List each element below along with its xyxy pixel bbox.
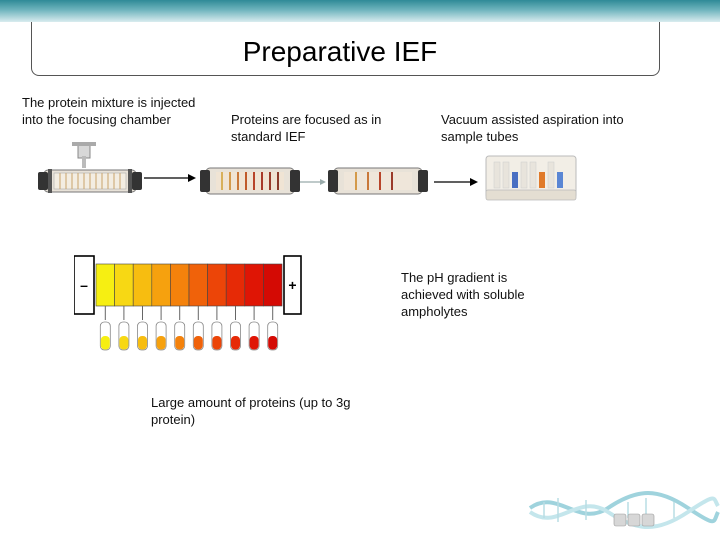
caption-aspirate: Vacuum assisted aspiration into sample t… <box>441 112 624 144</box>
fraction-liquid <box>100 336 110 350</box>
dna-helix-logo <box>528 491 720 529</box>
caption-focus: Proteins are focused as in standard IEF <box>231 112 382 144</box>
fraction-liquid <box>249 336 259 350</box>
slide-title: Preparative IEF <box>242 36 438 67</box>
gradient-cell <box>132 263 153 307</box>
ph-gradient-diagram: – + <box>74 255 302 351</box>
arrow-chamber-to-tubes <box>434 178 478 186</box>
gradient-cell <box>95 263 115 307</box>
logo-dots <box>613 513 655 527</box>
gradient-cell <box>263 263 283 307</box>
fraction-liquid <box>119 336 129 350</box>
gradient-cell <box>207 263 227 307</box>
fraction-liquid <box>175 336 185 350</box>
fraction-liquid <box>193 336 203 350</box>
gradient-cell <box>225 263 246 307</box>
arrow-inject-to-focus <box>144 174 196 182</box>
fraction-liquid <box>231 336 240 350</box>
anode-symbol: + <box>288 277 296 293</box>
fraction-liquid <box>212 336 222 350</box>
anode-plate <box>283 255 302 315</box>
title-frame <box>31 22 660 76</box>
caption-ph-gradient: The pH gradient is achieved with soluble… <box>401 270 525 319</box>
gradient-cell <box>188 263 208 307</box>
fraction-liquid <box>268 336 278 350</box>
header-band <box>0 0 720 22</box>
gradient-cell <box>114 263 134 307</box>
cathode-symbol: – <box>80 277 88 293</box>
gradient-cell <box>244 263 264 307</box>
focusing-chamber-aspiration-image <box>328 167 428 195</box>
sample-tube-rack-image <box>485 155 577 201</box>
arrow-focus-to-chamber <box>300 179 326 185</box>
caption-inject: The protein mixture is injected into the… <box>22 95 196 127</box>
focusing-chamber-injection-image <box>38 142 142 193</box>
gradient-cell <box>170 263 190 307</box>
fraction-liquid <box>156 336 166 350</box>
fraction-liquid <box>138 336 147 350</box>
caption-capacity: Large amount of proteins (up to 3g prote… <box>151 395 351 427</box>
cathode-plate <box>74 255 95 315</box>
gradient-cell <box>151 263 171 307</box>
focusing-chamber-focused-image <box>200 167 300 195</box>
